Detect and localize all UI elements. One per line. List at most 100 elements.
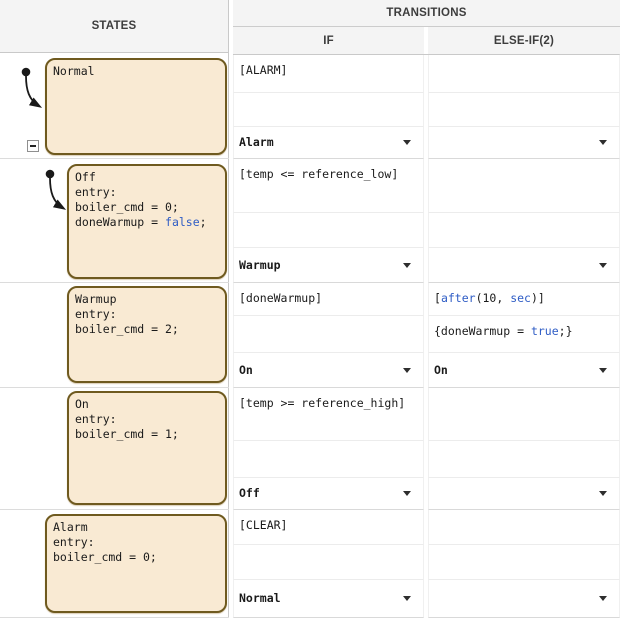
code-text: entry: — [75, 307, 117, 321]
transition-condition-cell[interactable] — [428, 388, 620, 441]
state-name: On — [75, 397, 219, 412]
state-entry-line: boiler_cmd = 1; — [75, 427, 219, 442]
code-text: entry: — [75, 185, 117, 199]
chevron-down-icon[interactable] — [403, 140, 411, 145]
chevron-down-icon[interactable] — [403, 262, 411, 268]
code-token: {doneWarmup = — [434, 324, 531, 338]
state-entry-line: boiler_cmd = 0; — [75, 200, 219, 215]
transition-action-cell[interactable]: {doneWarmup = true;} — [428, 316, 620, 353]
code-text: On — [75, 397, 89, 411]
code-token: )] — [530, 291, 545, 305]
state-entry-line: entry: — [75, 185, 219, 200]
states-row-divider — [0, 158, 229, 159]
state-entry-line: entry: — [75, 307, 219, 322]
chevron-down-icon[interactable] — [599, 140, 607, 145]
transitions-header: TRANSITIONS — [233, 0, 620, 26]
transition-condition-cell[interactable]: [CLEAR] — [233, 510, 424, 545]
transition-condition-cell[interactable]: [temp >= reference_high] — [233, 388, 424, 441]
state-entry-line: boiler_cmd = 0; — [53, 550, 219, 565]
transition-action-cell[interactable] — [233, 545, 424, 580]
code-text: Warmup — [75, 292, 117, 306]
code-text: entry: — [53, 535, 95, 549]
states-row-divider — [0, 282, 229, 283]
destination-dropdown[interactable]: Normal — [233, 580, 424, 618]
destination-dropdown[interactable]: Alarm — [233, 127, 424, 159]
transition-condition-cell[interactable]: [after(10, sec)] — [428, 283, 620, 316]
code-text: [CLEAR] — [239, 518, 288, 532]
default-transition-arrow-icon — [12, 62, 52, 114]
chevron-down-icon[interactable] — [599, 596, 607, 601]
destination-label: Alarm — [239, 135, 274, 149]
code-text: boiler_cmd = 0; — [53, 550, 157, 564]
code-text: [temp >= reference_high] — [239, 396, 406, 410]
collapse-minus-icon[interactable] — [27, 140, 39, 152]
keyword-token: sec — [510, 291, 531, 305]
state-name: Off — [75, 170, 219, 185]
states-row-divider — [0, 387, 229, 388]
destination-dropdown[interactable] — [428, 248, 620, 283]
state-name: Warmup — [75, 292, 219, 307]
transition-action-cell[interactable] — [233, 93, 424, 127]
elseif-header: ELSE-IF(2) — [428, 27, 620, 54]
transition-action-cell[interactable] — [233, 213, 424, 248]
code-text: boiler_cmd = 0; — [75, 200, 179, 214]
chevron-down-icon[interactable] — [599, 367, 607, 373]
state-entry-line: entry: — [53, 535, 219, 550]
code-text: [ALARM] — [239, 63, 288, 77]
code-text: Normal — [53, 64, 95, 78]
transition-action-cell[interactable] — [233, 316, 424, 353]
keyword-token: true — [530, 324, 559, 338]
transition-action-cell[interactable] — [428, 441, 620, 478]
destination-dropdown[interactable] — [428, 478, 620, 510]
state-name: Normal — [53, 64, 219, 79]
state-box-normal[interactable]: Normal — [45, 58, 227, 155]
transition-action-cell[interactable] — [428, 213, 620, 248]
destination-label: Normal — [239, 591, 281, 605]
destination-dropdown[interactable]: On — [233, 353, 424, 388]
if-header: IF — [233, 27, 424, 54]
code-token: ; — [199, 215, 207, 229]
state-entry-line: boiler_cmd = 2; — [75, 322, 219, 337]
code-text: [doneWarmup] — [239, 291, 323, 305]
code-token: (10, — [475, 291, 511, 305]
destination-dropdown[interactable]: On — [428, 353, 620, 388]
transition-condition-cell[interactable] — [428, 55, 620, 93]
code-text: Alarm — [53, 520, 88, 534]
chevron-down-icon[interactable] — [599, 262, 607, 268]
chevron-down-icon[interactable] — [599, 491, 607, 496]
destination-dropdown[interactable]: Warmup — [233, 248, 424, 283]
destination-label: Off — [239, 486, 260, 500]
keyword-token: after — [440, 291, 476, 305]
states-header: STATES — [0, 0, 229, 53]
header-column-gap — [424, 27, 428, 54]
code-text: [temp <= reference_low] — [239, 167, 399, 181]
destination-label: On — [434, 362, 448, 377]
transition-action-cell[interactable] — [428, 93, 620, 127]
destination-dropdown[interactable]: Off — [233, 478, 424, 510]
code-text: Off — [75, 170, 96, 184]
header-divider — [233, 26, 620, 27]
code-text: entry: — [75, 412, 117, 426]
transition-condition-cell[interactable] — [428, 159, 620, 213]
states-row-divider — [0, 509, 229, 510]
destination-label: On — [239, 362, 253, 377]
chevron-down-icon[interactable] — [403, 367, 411, 373]
transition-action-cell[interactable] — [233, 441, 424, 478]
transition-condition-cell[interactable] — [428, 510, 620, 545]
transition-condition-cell[interactable]: [temp <= reference_low] — [233, 159, 424, 213]
destination-dropdown[interactable] — [428, 127, 620, 159]
transition-condition-cell[interactable]: [ALARM] — [233, 55, 424, 93]
transitions-header-group: TRANSITIONS IF ELSE-IF(2) — [233, 0, 620, 55]
destination-dropdown[interactable] — [428, 580, 620, 618]
state-name: Alarm — [53, 520, 219, 535]
transition-action-cell[interactable] — [428, 545, 620, 580]
chevron-down-icon[interactable] — [403, 491, 411, 496]
transition-condition-cell[interactable]: [doneWarmup] — [233, 283, 424, 316]
chevron-down-icon[interactable] — [403, 596, 411, 601]
default-transition-arrow-icon — [36, 164, 76, 216]
panel-divider — [228, 0, 229, 618]
